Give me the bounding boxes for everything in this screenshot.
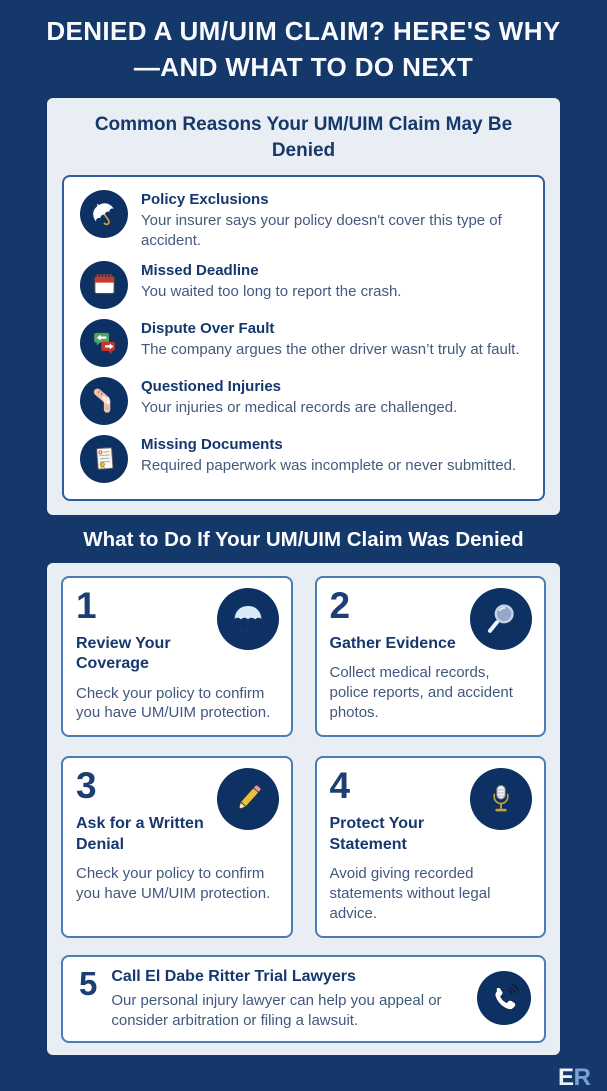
step-card-2: 2 Gather Evidence Collect medical record… bbox=[315, 576, 547, 738]
footer: E R bbox=[0, 1055, 607, 1090]
reason-title: Questioned Injuries bbox=[141, 378, 457, 395]
reason-item-dispute-over-fault: Dispute Over Fault The company argues th… bbox=[80, 319, 527, 367]
magnifier-icon bbox=[470, 588, 532, 650]
page-title-line2: —AND WHAT TO DO NEXT bbox=[134, 51, 473, 84]
reason-title: Policy Exclusions bbox=[141, 191, 527, 208]
reason-description: The company argues the other driver wasn… bbox=[141, 340, 520, 360]
step-card-1: 1 Review Your Coverage Check your policy… bbox=[61, 576, 293, 738]
steps-panel: 1 Review Your Coverage Check your policy… bbox=[47, 563, 560, 1055]
reason-item-missed-deadline: Missed Deadline You waited too long to r… bbox=[80, 261, 527, 309]
reason-description: You waited too long to report the crash. bbox=[141, 282, 401, 302]
reason-text: Missed Deadline You waited too long to r… bbox=[141, 261, 401, 302]
step-number: 5 bbox=[79, 966, 97, 1002]
step-description: Collect medical records, police reports,… bbox=[330, 663, 532, 723]
step-description: Our personal injury lawyer can help you … bbox=[111, 991, 463, 1031]
microphone-icon bbox=[470, 768, 532, 830]
reason-description: Your insurer says your policy doesn't co… bbox=[141, 211, 527, 251]
step-text: Call El Dabe Ritter Trial Lawyers Our pe… bbox=[111, 966, 463, 1031]
knee-injury-icon bbox=[80, 377, 128, 425]
step-description: Avoid giving recorded statements without… bbox=[330, 864, 532, 924]
reasons-card: Policy Exclusions Your insurer says your… bbox=[62, 175, 545, 501]
certificate-icon bbox=[80, 435, 128, 483]
reason-title: Missed Deadline bbox=[141, 262, 401, 279]
infographic-poster: DENIED A UM/UIM CLAIM? HERE'S WHY —AND W… bbox=[0, 0, 607, 1024]
step-card-3: 3 Ask for a Written Denial C bbox=[61, 756, 293, 937]
reason-item-missing-documents: Missing Documents Required paperwork was… bbox=[80, 435, 527, 483]
umbrella-icon bbox=[80, 190, 128, 238]
el-dabe-ritter-logo: E R bbox=[558, 1066, 591, 1090]
logo-letter-r: R bbox=[574, 1064, 591, 1091]
chat-arrows-icon bbox=[80, 319, 128, 367]
reason-title: Missing Documents bbox=[141, 436, 516, 453]
reason-text: Policy Exclusions Your insurer says your… bbox=[141, 190, 527, 251]
steps-section-title: What to Do If Your UM/UIM Claim Was Deni… bbox=[0, 528, 607, 552]
reason-description: Your injuries or medical records are cha… bbox=[141, 398, 457, 418]
reason-text: Dispute Over Fault The company argues th… bbox=[141, 319, 520, 360]
step-description: Check your policy to confirm you have UM… bbox=[76, 684, 278, 724]
phone-icon bbox=[477, 971, 531, 1025]
reason-item-questioned-injuries: Questioned Injuries Your injuries or med… bbox=[80, 377, 527, 425]
reason-description: Required paperwork was incomplete or nev… bbox=[141, 456, 516, 476]
step-description: Check your policy to confirm you have UM… bbox=[76, 864, 278, 904]
calendar-icon bbox=[80, 261, 128, 309]
pencil-icon bbox=[217, 768, 279, 830]
page-title-line1: DENIED A UM/UIM CLAIM? HERE'S WHY bbox=[46, 15, 560, 48]
logo-letter-e: E bbox=[558, 1064, 574, 1091]
step-card-4: 4 Protect Your Statement bbox=[315, 756, 547, 937]
reason-text: Questioned Injuries Your injuries or med… bbox=[141, 377, 457, 418]
umbrella-icon bbox=[217, 588, 279, 650]
reasons-panel: Common Reasons Your UM/UIM Claim May Be … bbox=[47, 98, 560, 515]
reason-text: Missing Documents Required paperwork was… bbox=[141, 435, 516, 476]
step-card-5: 5 Call El Dabe Ritter Trial Lawyers Our … bbox=[61, 955, 546, 1043]
reason-item-policy-exclusions: Policy Exclusions Your insurer says your… bbox=[80, 190, 527, 251]
step-title: Call El Dabe Ritter Trial Lawyers bbox=[111, 968, 463, 986]
reasons-section-title: Common Reasons Your UM/UIM Claim May Be … bbox=[81, 112, 526, 163]
header: DENIED A UM/UIM CLAIM? HERE'S WHY —AND W… bbox=[0, 0, 607, 98]
steps-grid: 1 Review Your Coverage Check your policy… bbox=[61, 576, 546, 938]
reason-title: Dispute Over Fault bbox=[141, 320, 520, 337]
